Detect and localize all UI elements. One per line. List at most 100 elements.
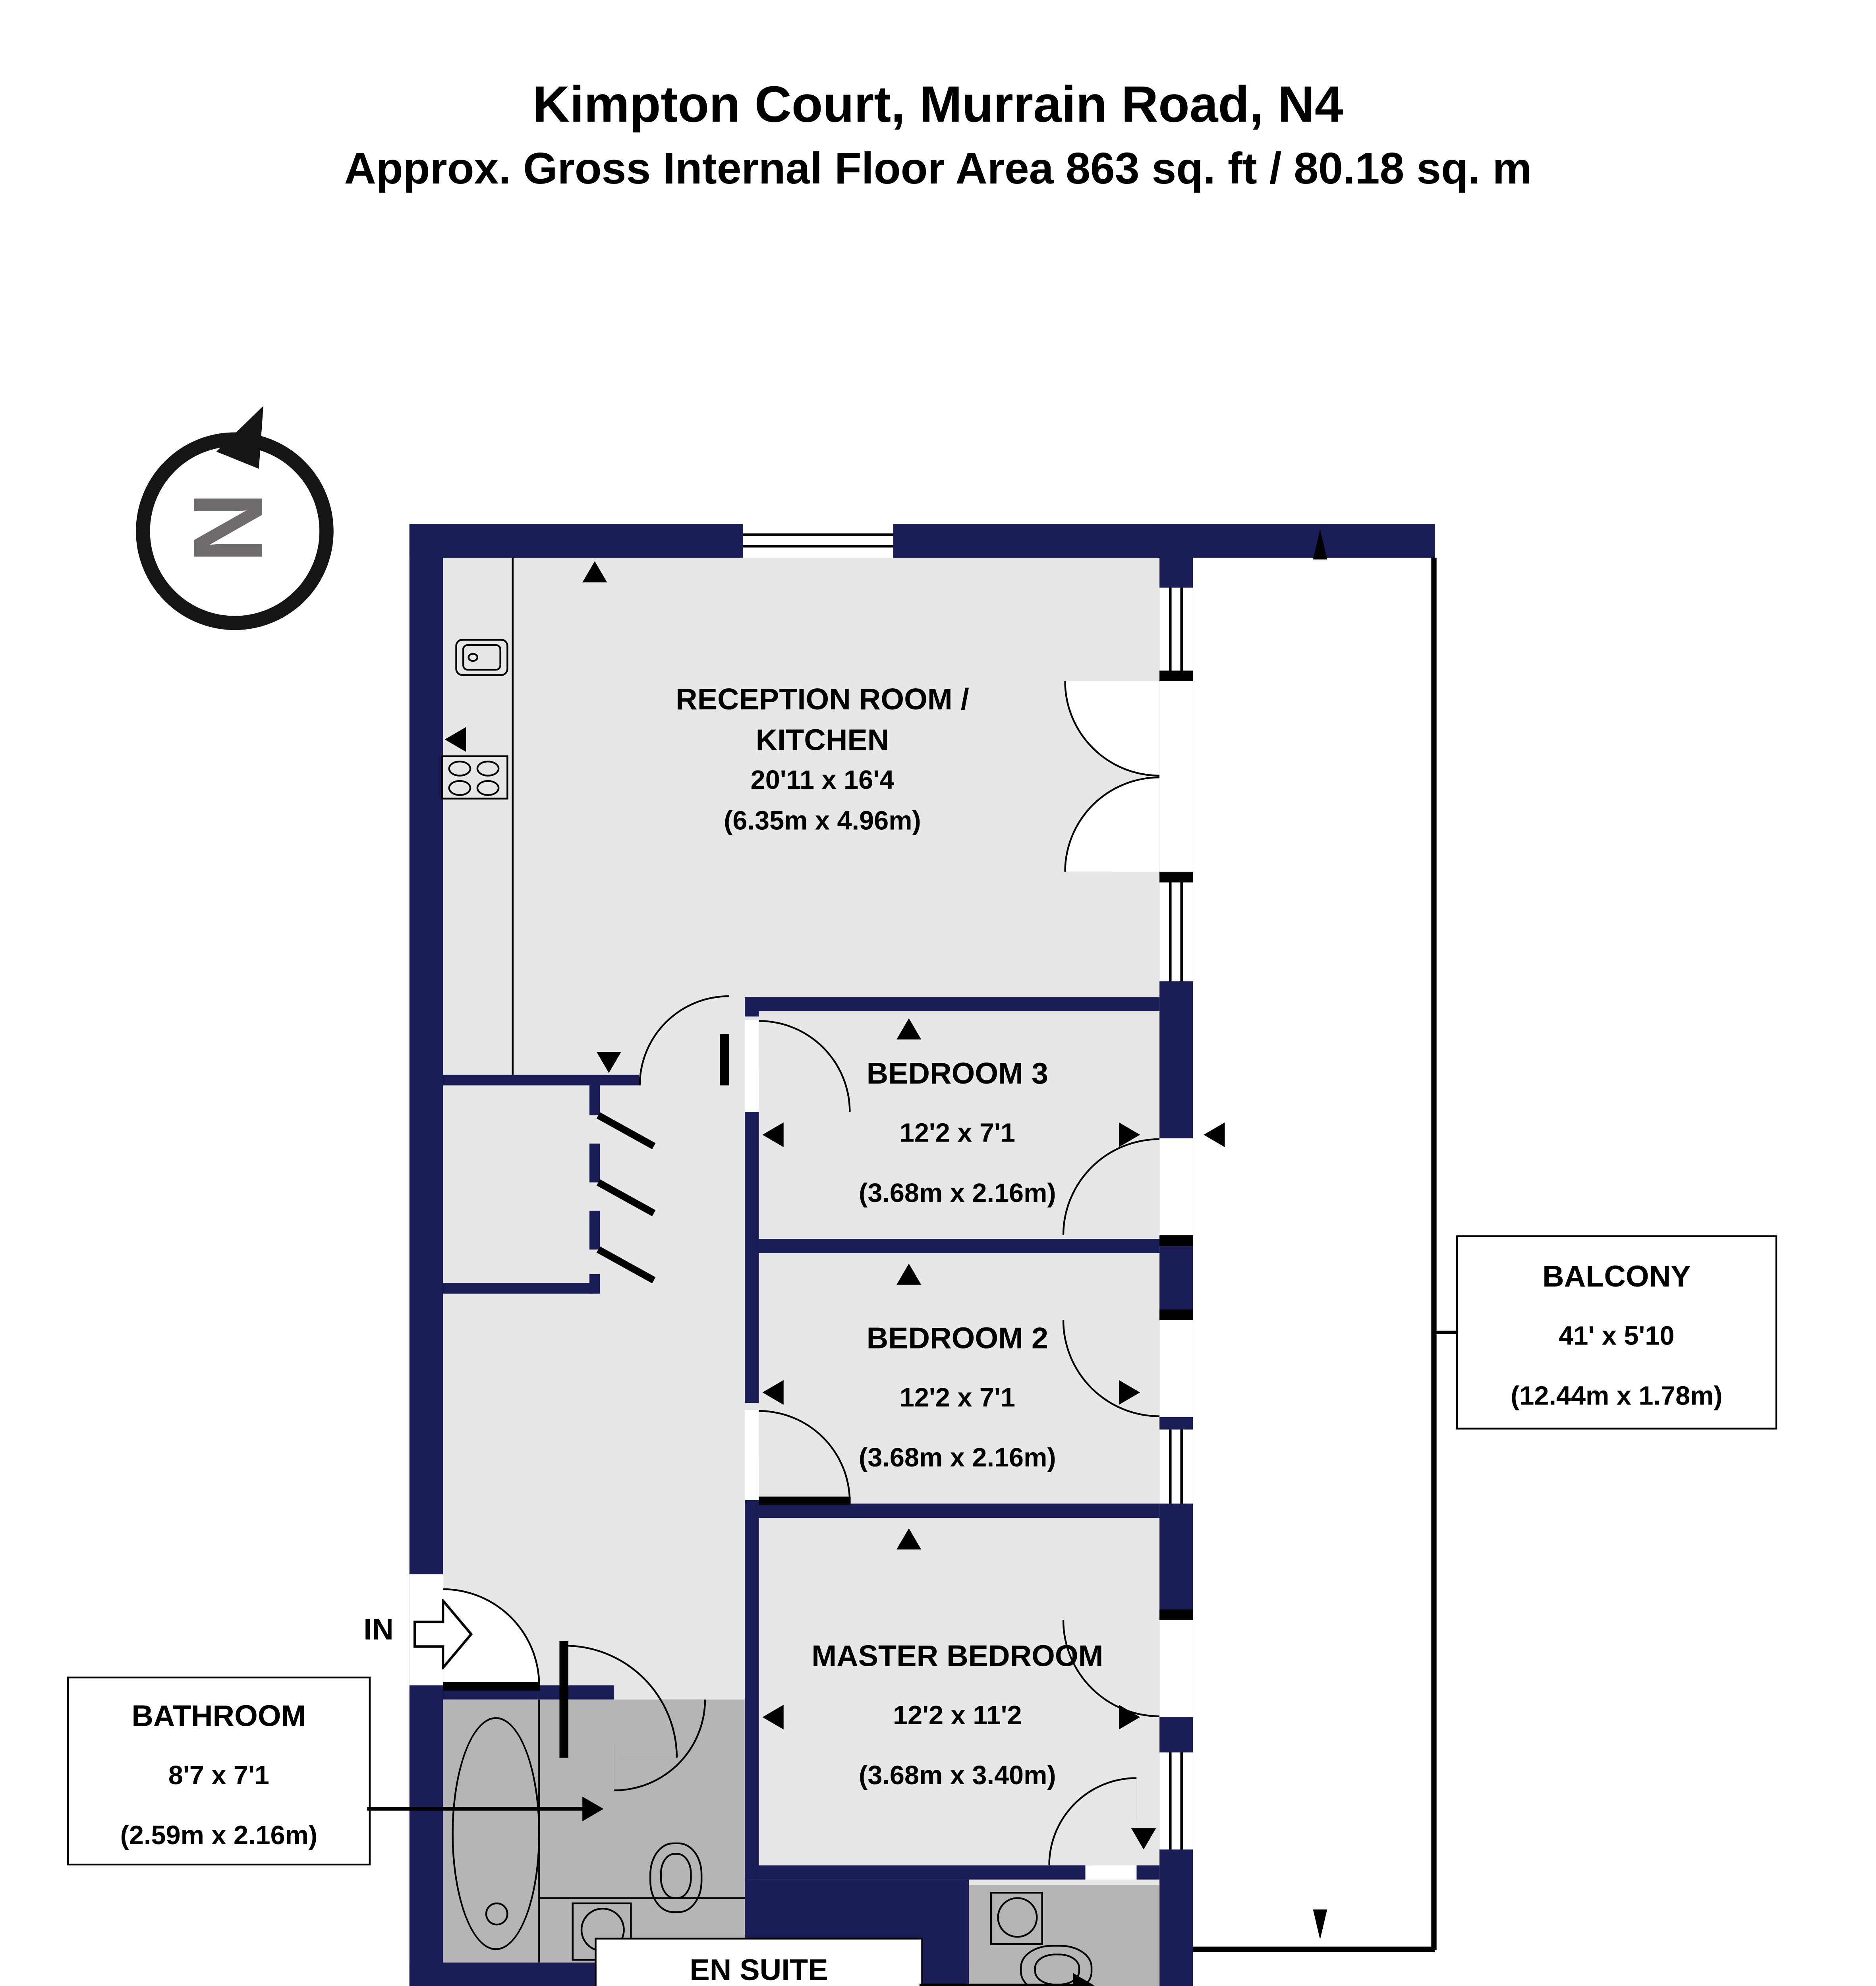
door-jamb [1159,1235,1193,1246]
compass-north-letter: N [173,492,284,564]
wall-closet-bottom [443,1283,593,1294]
bathroom-leader-arrow [582,1797,604,1822]
room-name: BALCONY [1542,1260,1691,1294]
bathtub-drain [485,1902,508,1926]
balcony-bottom-edge [1193,1946,1435,1951]
dim-arrow-up [896,1528,922,1550]
kitchen-tap [468,653,479,662]
wall-reception-bed3 [744,997,1160,1011]
wall-closet-stub1 [589,1085,600,1116]
room-dims-imperial: 12'2 x 7'1 [899,1119,1015,1149]
dim-arrow-right [1119,1380,1140,1405]
door-opening-reception [1159,681,1193,872]
window [1159,1752,1193,1850]
room-dims-imperial: 41' x 5'10 [1559,1321,1675,1352]
toilet-bowl [660,1853,692,1899]
ensuite-leader-arrow [1073,1973,1094,1986]
door-jamb [1159,670,1193,682]
dim-arrow-left [762,1380,784,1405]
door-opening-bedroom2 [1159,1320,1193,1417]
door-leaf-master-hall [559,1641,568,1758]
dim-arrow-down [596,1052,621,1073]
room-name: MASTER BEDROOM [811,1639,1103,1673]
dim-arrow-right [1119,1705,1140,1730]
hob-ring [448,760,471,777]
door-jamb [1159,1609,1193,1620]
room-name: KITCHEN [755,723,889,757]
dim-arrow-down-balcony [1313,1909,1327,1940]
wall-left [409,524,443,1986]
room-dims-imperial: 8'7 x 7'1 [168,1761,269,1791]
room-label-bedroom2: BEDROOM 2 12'2 x 7'1 (3.68m x 2.16m) [759,1310,1156,1490]
room-name: BEDROOM 3 [866,1057,1049,1091]
window [1159,877,1193,981]
room-dims-metric: (3.68m x 2.16m) [859,1443,1056,1474]
wall-top [409,524,1435,558]
balcony-right-edge [1431,558,1436,1950]
entry-in-label: IN [363,1613,394,1647]
page-subtitle: Approx. Gross Internal Floor Area 863 sq… [344,145,1532,194]
door-leaf-bedroom2 [759,1496,851,1505]
door-opening-master [1159,1620,1193,1717]
wall-hall-seg2 [744,1112,759,1403]
wall-kitchen-hall [443,1074,639,1086]
dim-arrow-up [896,1263,922,1285]
wall-master-bottom-a [759,1865,1086,1880]
wall-ensuite-left [935,1885,969,1986]
hob-ring [448,780,471,796]
wall-master-bottom-b [1136,1865,1160,1880]
door-jamb [1159,871,1193,883]
door-opening-ensuite [1085,1865,1137,1880]
door-jamb [1159,1309,1193,1320]
bathroom-counter-line [538,1897,745,1899]
wall-hall-seg3 [744,1500,759,1880]
room-name: BATHROOM [131,1699,306,1733]
wall-bed3-bed2 [759,1239,1160,1253]
room-dims-metric: (12.44m x 1.78m) [1511,1381,1723,1412]
ensuite-label-box: EN SUITE SHOWER ROOM 6'11 x 5'9 (2.09m x… [595,1938,923,1986]
dim-arrow-up-balcony [1313,529,1327,560]
room-dims-imperial: 20'11 x 16'4 [750,766,895,796]
kitchen-counter-edge [512,558,514,1075]
door-opening-bedroom3-hall [744,1020,759,1112]
bathroom-label-box: BATHROOM 8'7 x 7'1 (2.59m x 2.16m) [67,1676,371,1866]
balcony-area [1193,558,1432,1947]
wall-closet-stub4 [589,1274,600,1294]
dim-arrow-up [896,1018,922,1039]
ensuite-toilet [1020,1945,1093,1986]
wall-closet-stub2 [589,1144,600,1182]
room-dims-metric: (6.35m x 4.96m) [724,806,921,837]
room-dims-metric: (3.68m x 3.40m) [859,1761,1056,1791]
door-opening-bedroom3 [1159,1138,1193,1236]
door-leaf-reception-hall [720,1034,729,1086]
balcony-label-box: BALCONY 41' x 5'10 (12.44m x 1.78m) [1456,1235,1777,1430]
window [743,524,893,558]
entry-door-leaf [443,1682,540,1691]
dim-arrow-up [582,561,607,583]
entry-arrow-icon [413,1599,473,1670]
dim-arrow-left [762,1705,784,1730]
ensuite-sink-basin [997,1897,1038,1938]
room-label-master: MASTER BEDROOM 12'2 x 11'2 (3.68m x 3.40… [759,1627,1156,1807]
room-label-reception: RECEPTION ROOM / KITCHEN 20'11 x 16'4 (6… [618,680,1027,842]
kitchen-sink-basin [462,644,501,671]
room-name: RECEPTION ROOM / [676,683,969,717]
dim-arrow-down [1131,1828,1156,1850]
toilet [649,1842,703,1913]
room-dims-imperial: 12'2 x 11'2 [893,1701,1022,1731]
dim-arrow-left [1204,1122,1225,1148]
dim-arrow-left [762,1122,784,1148]
compass-icon: N [136,432,334,630]
door-opening-bedroom2-hall [744,1410,759,1500]
ensuite-leader-line [919,1984,1082,1986]
wall-hall-seg1 [744,997,759,1017]
room-dims-metric: (2.59m x 2.16m) [120,1821,318,1851]
room-dims-metric: (3.68m x 2.16m) [859,1178,1056,1209]
dim-arrow-left [444,727,466,752]
room-name: EN SUITE [690,1953,828,1986]
wall-bed2-master [759,1503,1160,1518]
hob-ring [476,780,500,796]
room-dims-imperial: 12'2 x 7'1 [899,1383,1015,1414]
bathroom-leader-line [367,1807,593,1810]
